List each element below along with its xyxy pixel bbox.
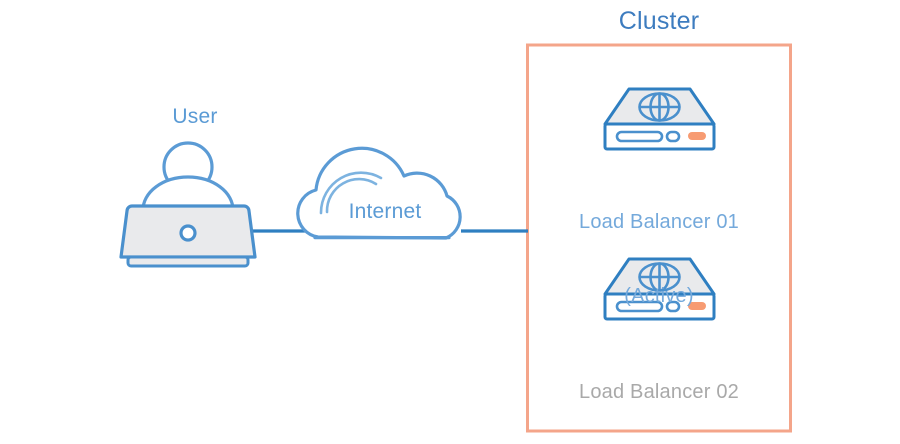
server-icon-lb02 bbox=[603, 257, 716, 321]
cluster-boundary-box bbox=[526, 43, 792, 433]
lb01-state: (Active) bbox=[624, 284, 694, 307]
cloud-outline-icon bbox=[296, 146, 462, 240]
globe-icon-lb01 bbox=[638, 92, 681, 122]
server-slot-lb02-icon bbox=[615, 300, 664, 313]
laptop-base-icon bbox=[126, 255, 250, 268]
lb02-label-group: Load Balancer 02 (Passive) bbox=[536, 330, 782, 444]
cloud-swoosh-outer-icon bbox=[319, 171, 383, 215]
cluster-title: Cluster bbox=[618, 7, 700, 35]
user-laptop-icon bbox=[119, 141, 257, 268]
server-slot-lb01-icon bbox=[615, 130, 664, 143]
lb01-name: Load Balancer 01 bbox=[579, 210, 739, 233]
lb01-label-group: Load Balancer 01 (Active) bbox=[536, 160, 782, 358]
user-label: User bbox=[172, 105, 218, 128]
globe-icon-lb02 bbox=[638, 262, 681, 292]
lb02-name: Load Balancer 02 bbox=[579, 380, 739, 403]
server-dot-lb02-icon bbox=[665, 300, 681, 313]
cloud-swoosh-inner-icon bbox=[325, 177, 378, 214]
internet-label: Internet bbox=[348, 200, 422, 223]
server-led-lb02-icon bbox=[688, 302, 706, 310]
server-dot-lb01-icon bbox=[665, 130, 681, 143]
cloud-icon bbox=[296, 146, 462, 240]
server-icon-lb01 bbox=[603, 87, 716, 151]
laptop-dot-icon bbox=[179, 224, 197, 242]
server-led-lb01-icon bbox=[688, 132, 706, 140]
user-shoulders-icon bbox=[141, 175, 235, 212]
